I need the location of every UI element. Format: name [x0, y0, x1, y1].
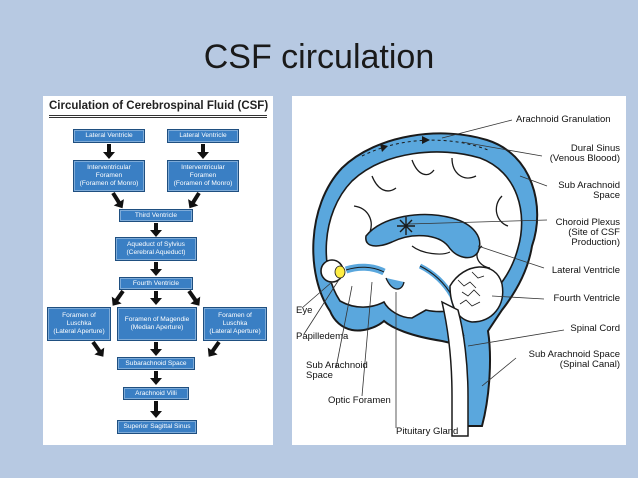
- box-foramen-monro-right: Interventricular Foramen (Foramen of Mon…: [167, 160, 239, 192]
- label-choroid-site: (Site of CSF: [568, 227, 620, 238]
- label-eye: Eye: [296, 305, 313, 316]
- cerebellum-folia: [457, 271, 485, 307]
- label-arachnoid-granulation: Arachnoid Granulation: [516, 114, 611, 125]
- pituitary-shape: [385, 277, 405, 290]
- box-aqueduct-of-sylvius: Aqueduct of Sylvius (Cerebral Aqueduct): [115, 237, 197, 261]
- label-optic-foramen: Optic Foramen: [328, 395, 391, 406]
- label-spinal-canal: (Spinal Canal): [559, 359, 620, 370]
- label-papilledema: Papilledema: [296, 331, 349, 342]
- label-pituitary-gland: Pituitary Gland: [396, 426, 459, 437]
- label-sub-arachnoid-space: Sub Arachnoid: [558, 180, 620, 191]
- box-lateral-ventricle-right: Lateral Ventricle: [167, 129, 239, 143]
- label-dural-sinus-venous: (Venous Bloood): [549, 153, 620, 164]
- box-subarachnoid-space: Subarachnoid Space: [117, 357, 195, 370]
- box-superior-sagittal-sinus: Superior Sagittal Sinus: [117, 420, 197, 434]
- box-foramen-monro-left: Interventricular Foramen (Foramen of Mon…: [73, 160, 145, 192]
- choroid-plexus-marker: [397, 217, 415, 235]
- box-arachnoid-villi: Arachnoid Villi: [123, 387, 189, 400]
- lateral-ventricle-shape: [365, 213, 481, 259]
- box-lateral-ventricle-left: Lateral Ventricle: [73, 129, 145, 143]
- label-sub-arachnoid-spinal: Sub Arachnoid Space: [528, 349, 620, 360]
- spinal-cord-shape: [440, 300, 469, 437]
- papilledema-shape: [334, 265, 346, 279]
- sulci-lines: [353, 157, 509, 269]
- box-fourth-ventricle: Fourth Ventricle: [119, 277, 193, 290]
- csf-flowchart-panel: Circulation of Cerebrospinal Fluid (CSF)…: [43, 96, 273, 445]
- box-foramen-magendie: Foramen of Magendie (Median Aperture): [117, 307, 197, 341]
- slide-title: CSF circulation: [203, 38, 435, 76]
- leader-lines: [301, 119, 565, 428]
- label-fourth-ventricle: Fourth Ventricle: [553, 293, 620, 304]
- csf-anatomy-panel: Arachnoid Granulation Dural Sinus (Venou…: [292, 96, 626, 445]
- label-lateral-ventricle: Lateral Ventricle: [551, 265, 620, 276]
- label-spinal-cord: Spinal Cord: [570, 323, 620, 334]
- brain-sagittal-diagram: [301, 119, 565, 437]
- label-dural-sinus: Dural Sinus: [570, 143, 620, 154]
- label-sub-arachnoid-left: Sub Arachnoid: [306, 360, 368, 371]
- title-rule: [49, 117, 267, 118]
- flowchart-title: Circulation of Cerebrospinal Fluid (CSF): [49, 100, 269, 112]
- label-choroid-production: Production): [571, 237, 620, 248]
- label-sub-arachnoid-left-2: Space: [306, 370, 333, 381]
- label-choroid-plexus: Choroid Plexus: [555, 217, 620, 228]
- title-rule: [49, 115, 267, 116]
- box-third-ventricle: Third Ventricle: [119, 209, 193, 222]
- label-sub-arachnoid-space-2: Space: [593, 190, 620, 201]
- box-foramen-luschka-left: Foramen of Luschka (Lateral Aperture): [47, 307, 111, 341]
- box-foramen-luschka-right: Foramen of Luschka (Lateral Aperture): [203, 307, 267, 341]
